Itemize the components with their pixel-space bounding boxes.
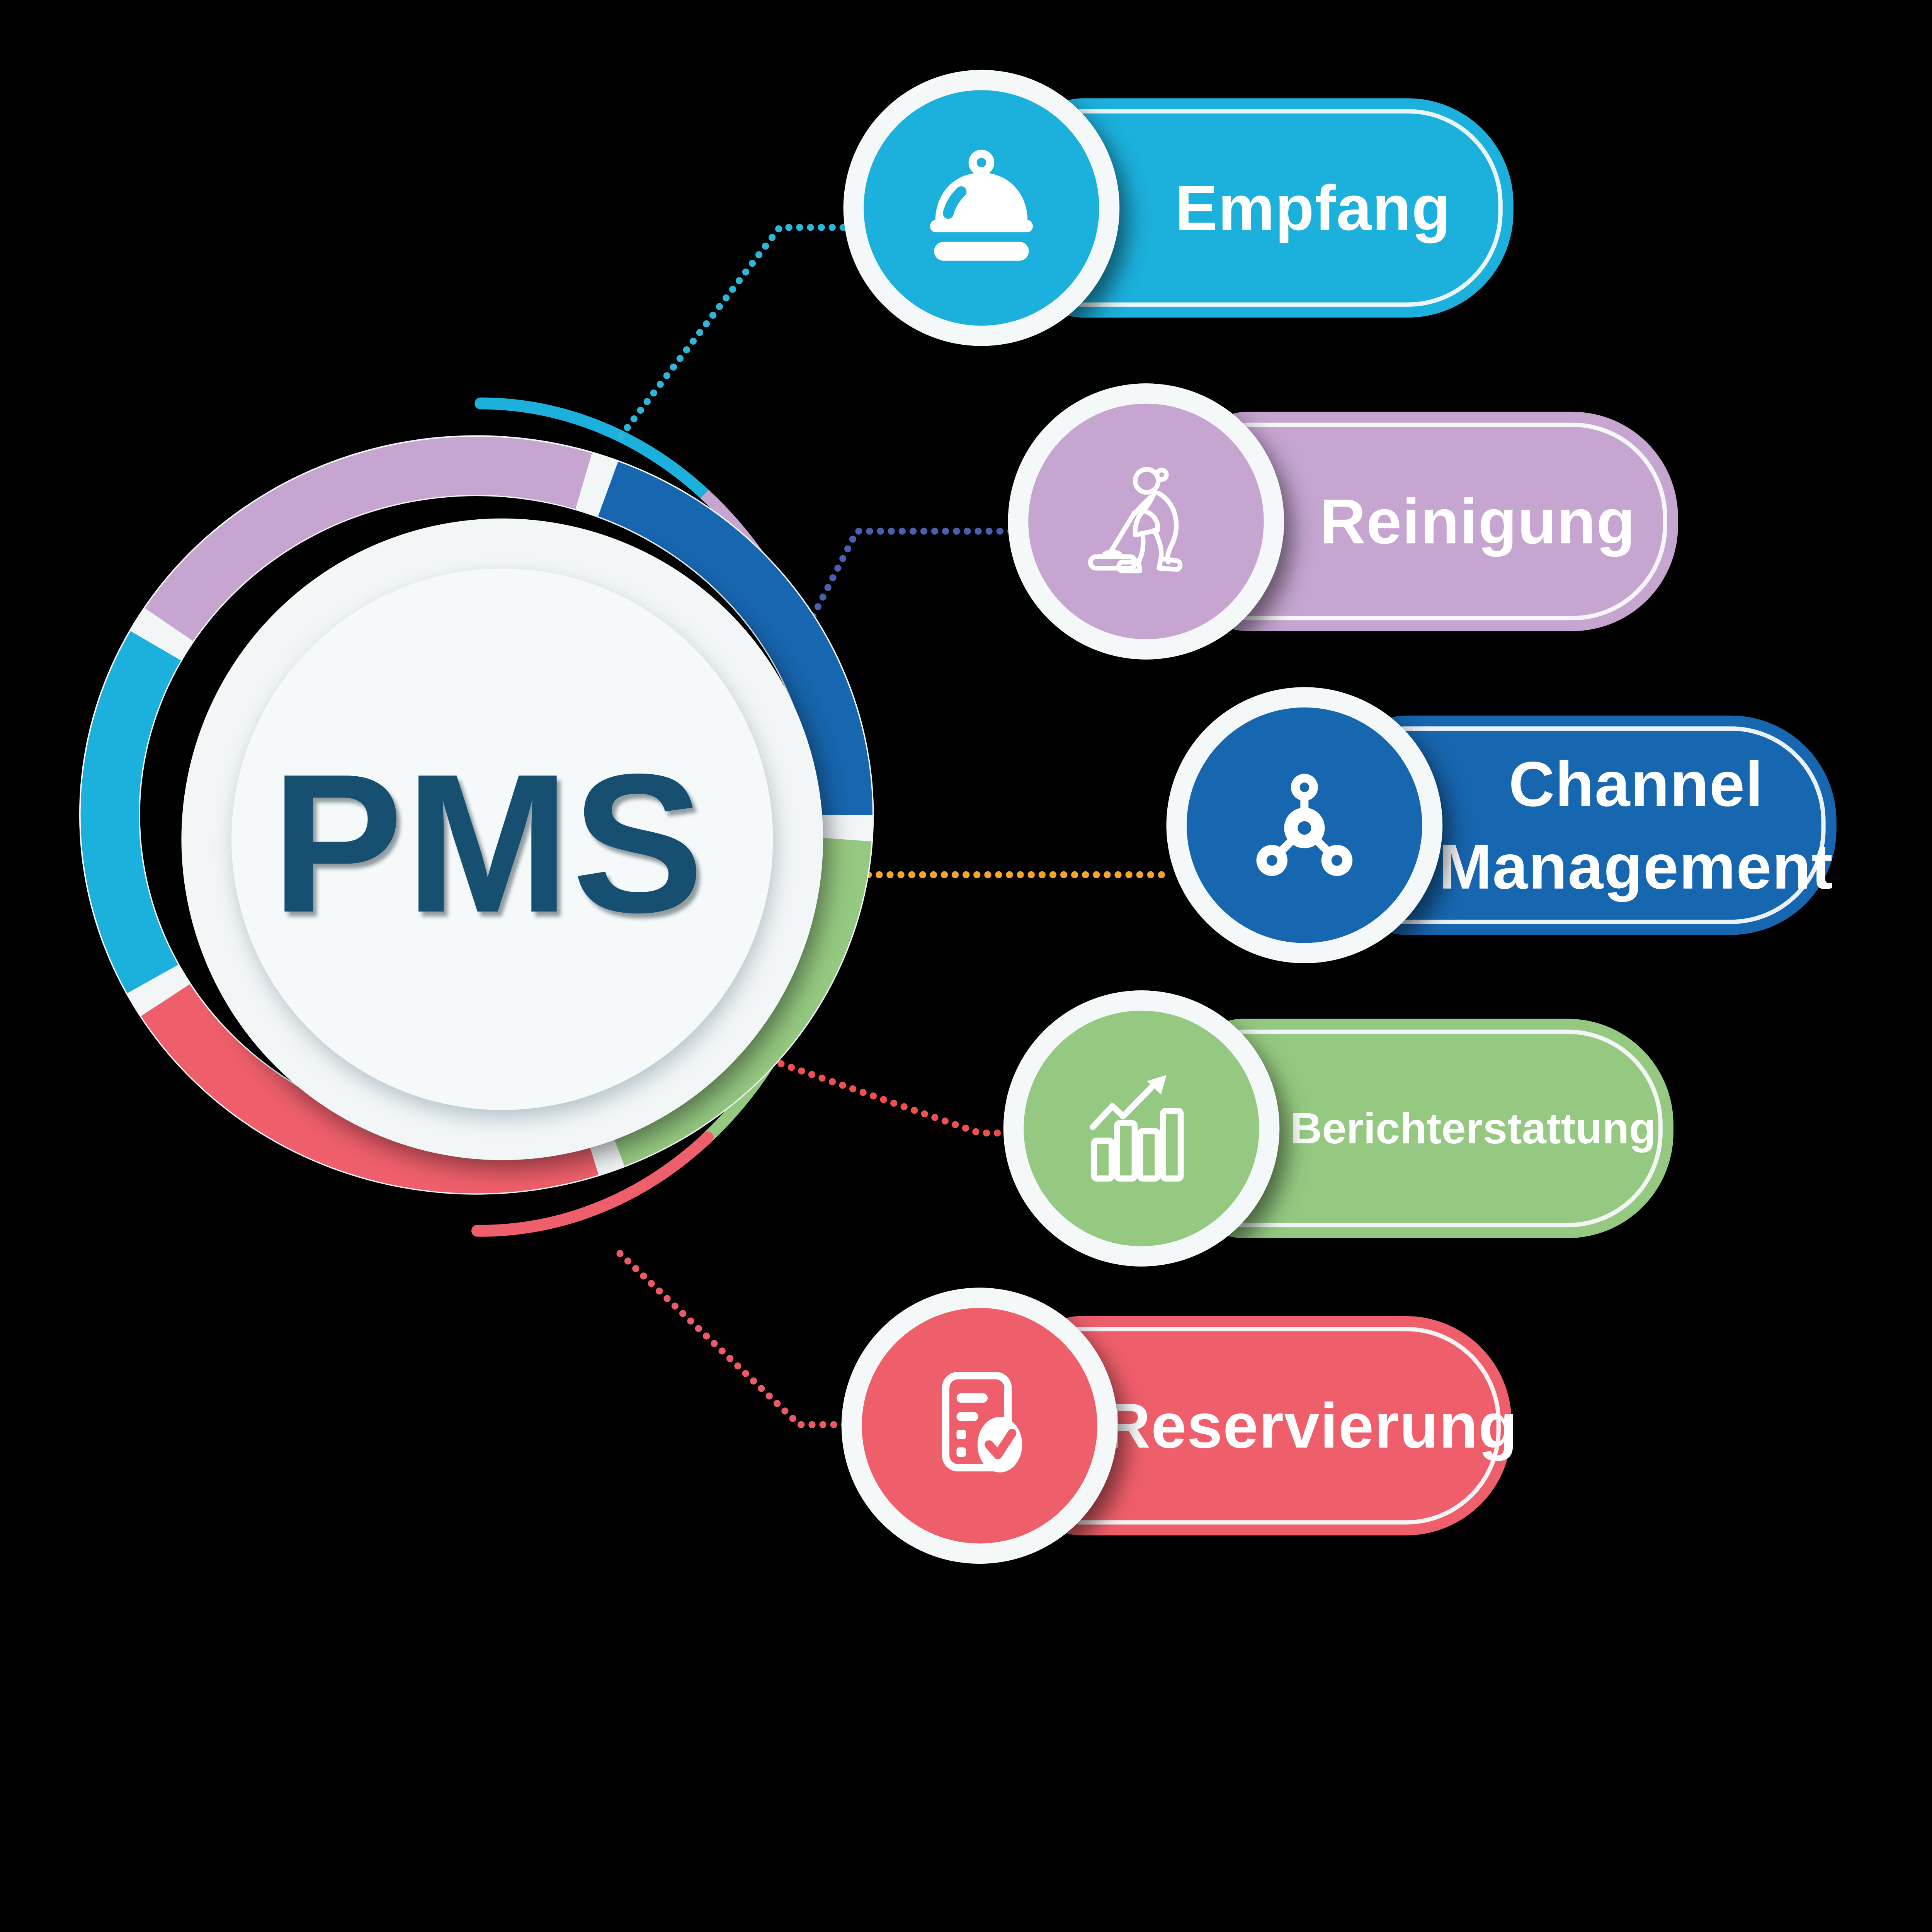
pms-label: PMS	[271, 733, 706, 954]
pill-label-berichterstattung: Berichterstattung	[1290, 1104, 1656, 1153]
pms-infographic: PMS Empfang Reinigung	[79, 70, 1837, 1564]
pill-channel-management: Channel Management	[1166, 687, 1837, 963]
center-ring	[79, 435, 874, 1195]
icon-circle-inner	[1024, 1010, 1259, 1247]
icon-circle-inner	[864, 90, 1099, 326]
icon-circle-inner	[862, 1308, 1097, 1544]
pill-empfang: Empfang	[843, 70, 1514, 346]
pill-label-channel-management: Channel Management	[1439, 716, 1833, 935]
connector-empfang	[617, 224, 852, 440]
diagram-canvas: PMS	[79, 224, 1174, 1429]
icon-circle-empfang	[843, 70, 1120, 346]
pill-reservierung: Reservierung	[841, 1287, 1518, 1564]
icon-circle-inner	[1028, 403, 1264, 639]
ring-segment-red	[141, 984, 599, 1194]
icon-circle-berichterstattung	[1003, 990, 1280, 1267]
housekeeping-icon	[1088, 467, 1183, 573]
bar-chart-icon	[1090, 1075, 1184, 1182]
icon-circle-channel-management	[1166, 687, 1443, 963]
center-circle-plate	[231, 568, 773, 1110]
pill-label-empfang: Empfang	[1175, 172, 1451, 244]
ring-segment-blue	[598, 461, 872, 815]
pill-label-reinigung: Reinigung	[1320, 486, 1636, 557]
connectors	[616, 224, 1174, 1429]
cloche-icon	[930, 150, 1033, 261]
outer-arc-cyan	[474, 397, 713, 502]
connector-reservierung	[616, 1250, 849, 1429]
icon-circle-reinigung	[1008, 383, 1284, 660]
icon-circle-inner	[1187, 707, 1422, 943]
connector-reinigung	[799, 527, 1017, 639]
ring-segment-cyan	[80, 631, 181, 993]
pill-label-reservierung: Reservierung	[1104, 1390, 1518, 1461]
connector-berichterstattung	[767, 1056, 1007, 1137]
icon-circle-reservierung	[841, 1287, 1118, 1564]
network-icon	[1256, 774, 1353, 876]
checklist-icon	[942, 1372, 1022, 1473]
ring-segment-lilac	[145, 437, 592, 641]
pill-reinigung: Reinigung	[1008, 383, 1678, 660]
outer-arc-red	[471, 1131, 714, 1237]
pill-label-line1: Channel	[1509, 748, 1764, 820]
pill-label-line2: Management	[1439, 831, 1833, 902]
pill-berichterstattung: Berichterstattung	[1003, 990, 1673, 1267]
pms-center-circle: PMS	[181, 518, 823, 1160]
